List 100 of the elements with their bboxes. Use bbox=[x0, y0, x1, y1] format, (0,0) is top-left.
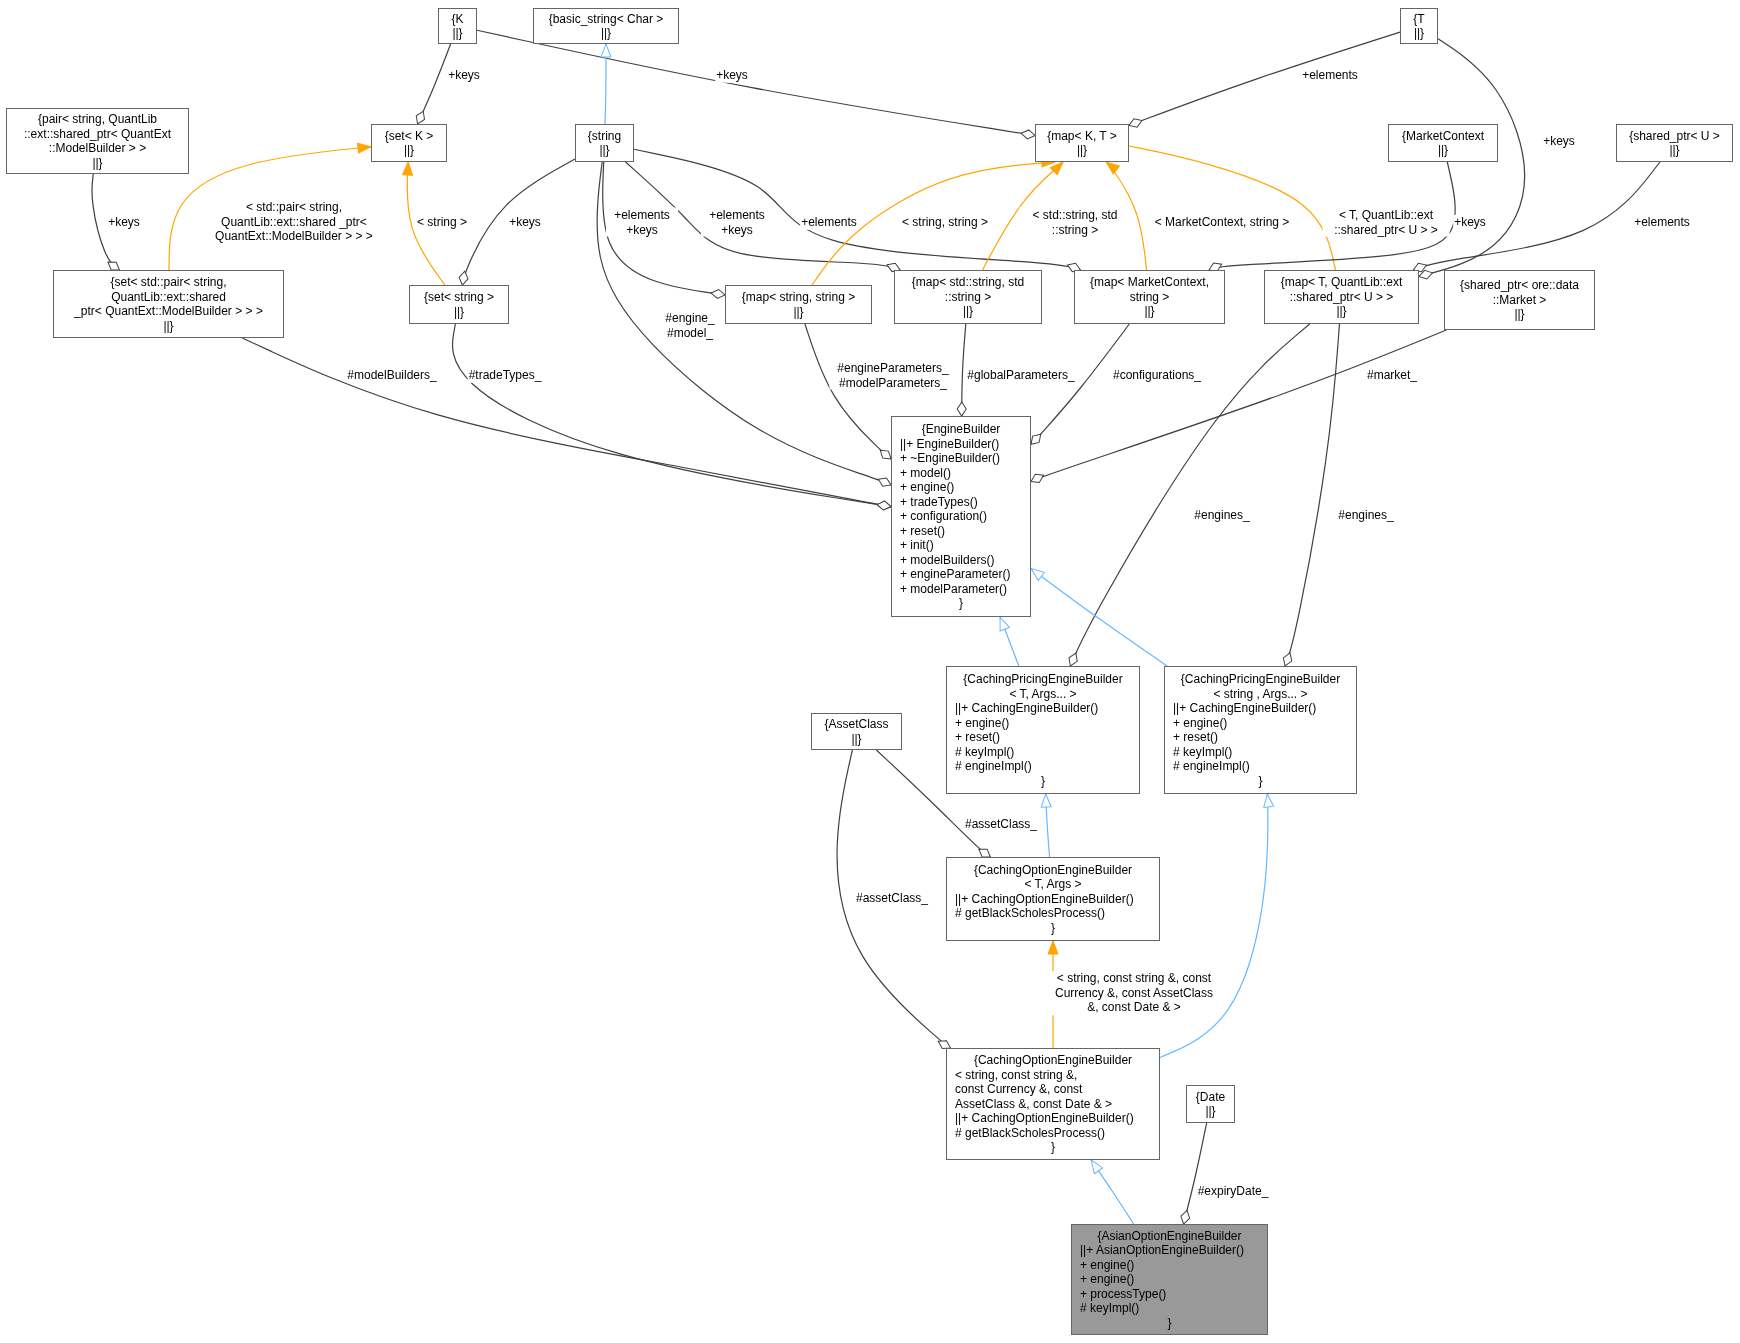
member-text: + model() bbox=[900, 465, 953, 481]
member-text: const Currency &, const bbox=[955, 1082, 1084, 1097]
member-text: # keyImpl() bbox=[1173, 744, 1234, 759]
member-text: ||} bbox=[1143, 304, 1156, 319]
member-text: } bbox=[1166, 1315, 1173, 1331]
edge-label: #globalParameters_ bbox=[966, 367, 1076, 383]
member-text: ||} bbox=[792, 304, 805, 319]
edge-label: #modelBuilders_ bbox=[346, 367, 438, 383]
connector bbox=[1030, 568, 1168, 667]
member-text: < string , Args... > bbox=[1212, 686, 1309, 701]
member-text: QuantLib::ext::shared bbox=[110, 289, 227, 304]
member-text: ::ModelBuilder > > bbox=[47, 141, 148, 156]
member-text: + reset() bbox=[955, 730, 1001, 745]
class-box bbox=[1264, 270, 1419, 324]
connector bbox=[1040, 793, 1052, 858]
connector bbox=[633, 148, 1082, 273]
member-text: ||} bbox=[162, 318, 175, 333]
edge-label: +keys bbox=[107, 214, 141, 230]
connector bbox=[1208, 161, 1456, 272]
class-name: {AssetClass bbox=[823, 717, 890, 732]
member-text: AssetClass &, const Date & > bbox=[955, 1096, 1114, 1112]
class-name: {CachingOptionEngineBuilder bbox=[972, 862, 1134, 878]
member-text: + processType() bbox=[1080, 1286, 1168, 1302]
member-text: ||} bbox=[1668, 143, 1681, 158]
class-name: {string bbox=[586, 128, 623, 143]
member-text: + engine() bbox=[1080, 1272, 1136, 1287]
member-text: ||} bbox=[91, 155, 104, 170]
member-text: ||} bbox=[452, 304, 466, 319]
edge-label: #assetClass_ bbox=[855, 890, 929, 906]
connector bbox=[1030, 329, 1447, 483]
connector bbox=[91, 173, 121, 271]
member-text: } bbox=[1050, 920, 1056, 936]
member-text: ||} bbox=[961, 304, 975, 319]
class-box bbox=[371, 124, 447, 162]
class-name: {MarketContext bbox=[1400, 128, 1485, 143]
connector bbox=[981, 161, 1064, 271]
member-text: + init() bbox=[900, 538, 935, 553]
member-text: ||} bbox=[1436, 143, 1450, 158]
class-name: {AsianOptionEngineBuilder bbox=[1096, 1228, 1243, 1244]
class-name: {map< std::string, std bbox=[910, 275, 1026, 290]
edge-label: < string, string > bbox=[901, 214, 989, 230]
connector bbox=[596, 161, 892, 487]
connector bbox=[1128, 143, 1337, 271]
connector bbox=[1418, 38, 1526, 280]
connector bbox=[168, 142, 372, 271]
member-text: ||} bbox=[1412, 26, 1426, 41]
member-text: ||} bbox=[599, 26, 613, 41]
connector bbox=[875, 749, 992, 858]
member-text: # keyImpl() bbox=[1080, 1301, 1141, 1316]
class-name: {map< T, QuantLib::ext bbox=[1279, 275, 1404, 290]
class-name: {K bbox=[450, 11, 465, 26]
member-text: } bbox=[1257, 773, 1264, 788]
class-box bbox=[1616, 124, 1733, 162]
connector bbox=[602, 161, 726, 299]
class-box bbox=[946, 1048, 1160, 1160]
connector bbox=[1282, 323, 1341, 667]
edge-label: #market_ bbox=[1366, 367, 1418, 383]
class-name: {CachingPricingEngineBuilder bbox=[962, 672, 1124, 687]
class-box bbox=[533, 8, 679, 44]
class-name: {shared_ptr< ore::data bbox=[1458, 278, 1581, 293]
class-box bbox=[811, 713, 902, 750]
edge-label: #engines_ bbox=[1193, 507, 1251, 523]
class-box bbox=[1071, 1224, 1268, 1335]
class-name: {set< string > bbox=[422, 290, 495, 305]
member-text: ||+ CachingEngineBuilder() bbox=[955, 701, 1100, 716]
class-box bbox=[894, 270, 1042, 324]
class-name: {CachingPricingEngineBuilder bbox=[1179, 672, 1342, 687]
member-text: ::shared_ptr< U > > bbox=[1288, 289, 1395, 305]
member-text: ||} bbox=[850, 731, 863, 746]
class-name: {shared_ptr< U > bbox=[1628, 128, 1721, 143]
member-text: ||} bbox=[598, 143, 611, 158]
member-text: ||+ CachingEngineBuilder() bbox=[1173, 701, 1318, 716]
edge-label: +keys bbox=[508, 214, 542, 230]
connector bbox=[999, 616, 1020, 667]
member-text: + engine() bbox=[900, 480, 956, 495]
edge-label: #expiryDate_ bbox=[1196, 1183, 1270, 1199]
class-box bbox=[1444, 270, 1595, 330]
class-box bbox=[725, 285, 872, 324]
edge-label: +keys bbox=[1542, 133, 1576, 149]
class-name: {map< string, string > bbox=[740, 290, 857, 305]
member-text: + modelParameter() bbox=[900, 581, 1009, 597]
edge-label: #engines_ bbox=[1337, 507, 1395, 523]
member-text: < string, const string &, bbox=[955, 1067, 1079, 1083]
member-text: ||} bbox=[1204, 1104, 1217, 1119]
member-text: } bbox=[1050, 1140, 1056, 1155]
member-text: + reset() bbox=[1173, 730, 1219, 745]
member-text: ::ext::shared_ptr< QuantExt bbox=[22, 126, 173, 141]
edge-label: < MarketContext, string > bbox=[1153, 214, 1291, 230]
member-text: # engineImpl() bbox=[1173, 759, 1251, 774]
class-box bbox=[891, 416, 1031, 617]
member-text: # getBlackScholesProcess() bbox=[955, 1125, 1107, 1141]
member-text: + engine() bbox=[1080, 1257, 1136, 1273]
class-box bbox=[946, 666, 1140, 794]
member-text: ||+ EngineBuilder() bbox=[900, 436, 1001, 452]
member-text: # getBlackScholesProcess() bbox=[955, 906, 1107, 921]
connector bbox=[476, 29, 1036, 140]
class-box bbox=[575, 124, 634, 162]
member-text: + modelBuilders() bbox=[900, 552, 996, 568]
class-box bbox=[53, 270, 284, 338]
connector bbox=[451, 323, 892, 511]
